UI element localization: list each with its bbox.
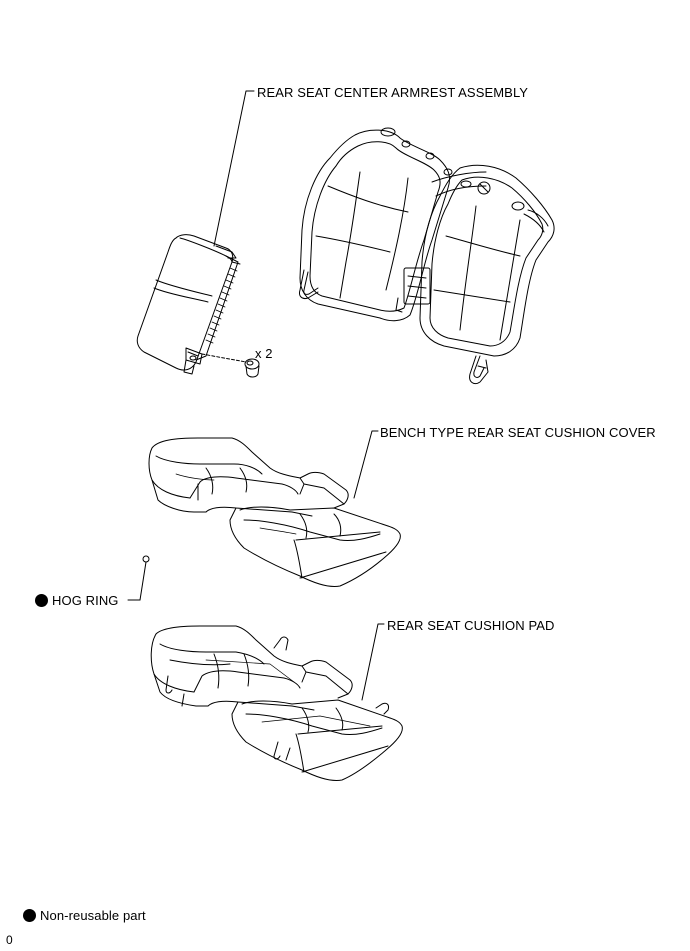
- cushion-pad-illustration: [151, 626, 402, 781]
- cushion-cover-illustration: [149, 438, 400, 587]
- footer-code: 0: [6, 933, 13, 947]
- rear-seatback-illustration: [299, 128, 554, 384]
- non-reusable-legend-dot-icon: [23, 909, 36, 922]
- hog-ring-illustration: [128, 555, 150, 600]
- hog-ring-label: HOG RING: [52, 593, 119, 608]
- hog-ring-callout: HOG RING: [35, 593, 119, 608]
- legend: Non-reusable part: [23, 908, 146, 923]
- cushion-pad-label: REAR SEAT CUSHION PAD: [387, 618, 555, 633]
- leader-lines: [213, 90, 385, 701]
- legend-non-reusable-text: Non-reusable part: [40, 908, 146, 923]
- armrest-assembly-illustration: [137, 235, 259, 377]
- armrest-assembly-label: REAR SEAT CENTER ARMREST ASSEMBLY: [257, 85, 529, 100]
- quantity-label: x 2: [255, 346, 273, 361]
- non-reusable-dot-icon: [35, 594, 48, 607]
- cushion-cover-label: BENCH TYPE REAR SEAT CUSHION COVER: [380, 425, 656, 440]
